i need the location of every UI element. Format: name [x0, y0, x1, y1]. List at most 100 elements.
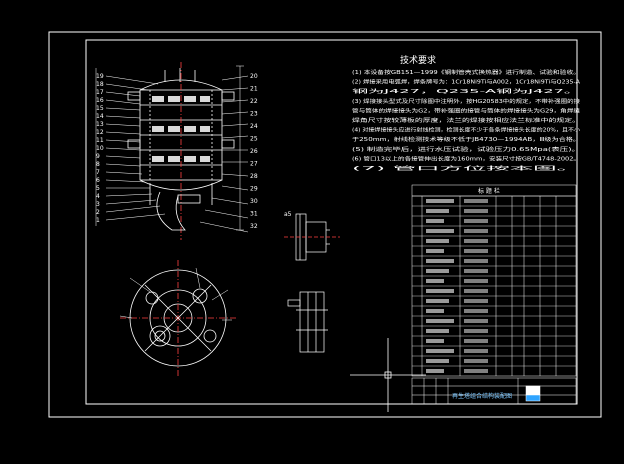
table-cell-text-block	[426, 309, 444, 313]
callout-number: 23	[250, 111, 258, 118]
leader-lines-left	[105, 75, 166, 221]
table-cell-text-block	[464, 319, 488, 323]
table-cell-text-block	[464, 199, 488, 203]
table-cell-text-block	[464, 339, 488, 343]
table-cell-text-block	[426, 319, 454, 323]
table-cell-text-block	[426, 249, 444, 253]
table-cell-text-block	[464, 269, 488, 273]
table-cell-text-block	[464, 239, 488, 243]
table-cell-text-block	[426, 229, 454, 233]
table-cell-text-block	[464, 309, 488, 313]
callout-number: 16	[96, 97, 104, 104]
callout-number: 21	[250, 86, 258, 93]
table-cell-text-block	[426, 239, 449, 243]
callout-number: 25	[250, 136, 258, 143]
table-cell-text-block	[464, 359, 488, 363]
table-cell-text-block	[426, 359, 449, 363]
callout-number: 17	[96, 89, 104, 96]
table-cell-text-block	[426, 209, 449, 213]
callout-number: 32	[250, 223, 258, 230]
table-cell-text-block	[464, 349, 488, 353]
callout-number: 10	[96, 145, 104, 152]
callout-number: 14	[96, 113, 104, 120]
callout-number: 12	[96, 129, 104, 136]
callout-number: 26	[250, 148, 258, 155]
callout-number: 7	[96, 169, 100, 176]
parts-table-rows	[412, 195, 576, 373]
tech-requirement-line: (6) 管口13以上的各接管伸出长度为160mm，安装尺寸按GB/T4748-2…	[352, 154, 580, 162]
table-cell-text-block	[426, 329, 449, 333]
inner-frame	[85, 39, 578, 405]
tech-requirements-text: (1) 本设备按GB151—1999《钢制管壳式换热器》进行制造、试验和验收。 (…	[352, 68, 581, 172]
callout-number: 8	[96, 161, 100, 168]
table-cell-text-block	[426, 259, 454, 263]
callout-number: 19	[96, 73, 104, 80]
table-cell-text-block	[464, 219, 488, 223]
detail-label: a5	[284, 211, 292, 218]
callout-number: 4	[96, 193, 100, 200]
detail-view-b	[287, 291, 328, 353]
table-cell-text-block	[426, 349, 454, 353]
callout-number: 9	[96, 153, 100, 160]
callout-number: 13	[96, 121, 104, 128]
vessel-elevation-view	[127, 62, 235, 240]
tech-requirement-line: (1) 本设备按GB151—1999《钢制管壳式换热器》进行制造、试验和验收。	[352, 68, 580, 76]
table-cell-text-block	[426, 369, 444, 373]
callout-number: 30	[250, 198, 258, 205]
title-block-name: 再生塔组合结构装配图	[452, 392, 512, 400]
tech-requirement-line: (2) 焊接采用电弧焊，焊条牌号为：1Cr18Ni9Ti与A002，1Cr18N…	[352, 78, 581, 86]
callout-number: 6	[96, 177, 100, 184]
table-cell-text-block	[464, 279, 488, 283]
tech-requirement-line: (5) 制造完毕后，进行水压试验，试验压力0.65Mpa(表压)。	[352, 145, 580, 153]
tech-requirement-line: (7) 管口方位按本图。	[352, 164, 580, 172]
table-cell-text-block	[464, 329, 488, 333]
callout-number: 11	[96, 137, 104, 144]
table-cell-text-block	[426, 219, 444, 223]
callout-number: 15	[96, 105, 104, 112]
table-cell-text-block	[464, 249, 488, 253]
tech-requirement-line: 钢为J427，Q235-A钢为J427。	[352, 87, 580, 95]
vessel-fill-details	[152, 96, 210, 162]
table-cell-text-block	[464, 209, 488, 213]
tech-requirement-line: (4) 对接焊接接头应进行射线检测，检测长度不少于各条焊接接头长度的20%，且不…	[352, 126, 581, 134]
tech-requirements-title: 技术要求	[400, 54, 436, 66]
table-cell-text-block	[464, 259, 488, 263]
table-cell-text-block	[464, 289, 488, 293]
callout-number: 27	[250, 161, 258, 168]
table-cell-text-block	[426, 299, 449, 303]
tech-requirement-line: 管与筒体的焊接接头为G2，带补强圈的接管与筒体的焊接接头为G29，角焊缝	[352, 106, 580, 114]
callout-number: 20	[250, 73, 258, 80]
table-cell-text-block	[426, 269, 449, 273]
callout-number: 29	[250, 186, 258, 193]
table-cell-text-block	[426, 199, 454, 203]
callout-number: 1	[96, 217, 100, 224]
table-cell-text-block	[464, 369, 488, 373]
callout-number: 2	[96, 209, 100, 216]
parts-table-title: 标 题 栏	[478, 187, 500, 195]
callout-number: 18	[96, 81, 104, 88]
title-block	[411, 377, 577, 405]
tech-requirement-line: (3) 焊接接头型式及尺寸除图中注明外，按HG20583中的规定，不带补强圈的接	[352, 97, 580, 105]
plan-view-leaders	[119, 267, 232, 321]
tech-requirement-line: 于250mm，射线检测技术等级不低于JB4730—1994AB，Ⅲ级为合格。	[352, 135, 580, 143]
table-cell-text-block	[464, 299, 488, 303]
tech-requirement-line: 焊角尺寸按较薄板的厚度，法兰的焊接按相应法兰标准中的规定。	[352, 116, 580, 124]
callout-number: 5	[96, 185, 100, 192]
vessel-plan-view	[120, 260, 236, 376]
callout-number: 22	[250, 98, 258, 105]
callout-number: 31	[250, 211, 258, 218]
callout-number: 28	[250, 173, 258, 180]
callout-number: 24	[250, 123, 258, 130]
callout-number: 3	[96, 201, 100, 208]
dimension-lines	[95, 65, 244, 231]
crosshair-cursor[interactable]	[350, 338, 426, 412]
table-cell-text-block	[464, 229, 488, 233]
outer-frame	[48, 31, 602, 418]
table-cell-text-block	[426, 339, 444, 343]
table-cell-text-block	[426, 279, 444, 283]
detail-view-a	[284, 213, 340, 261]
table-cell-text-block	[426, 289, 454, 293]
leader-lines-right	[199, 75, 249, 233]
